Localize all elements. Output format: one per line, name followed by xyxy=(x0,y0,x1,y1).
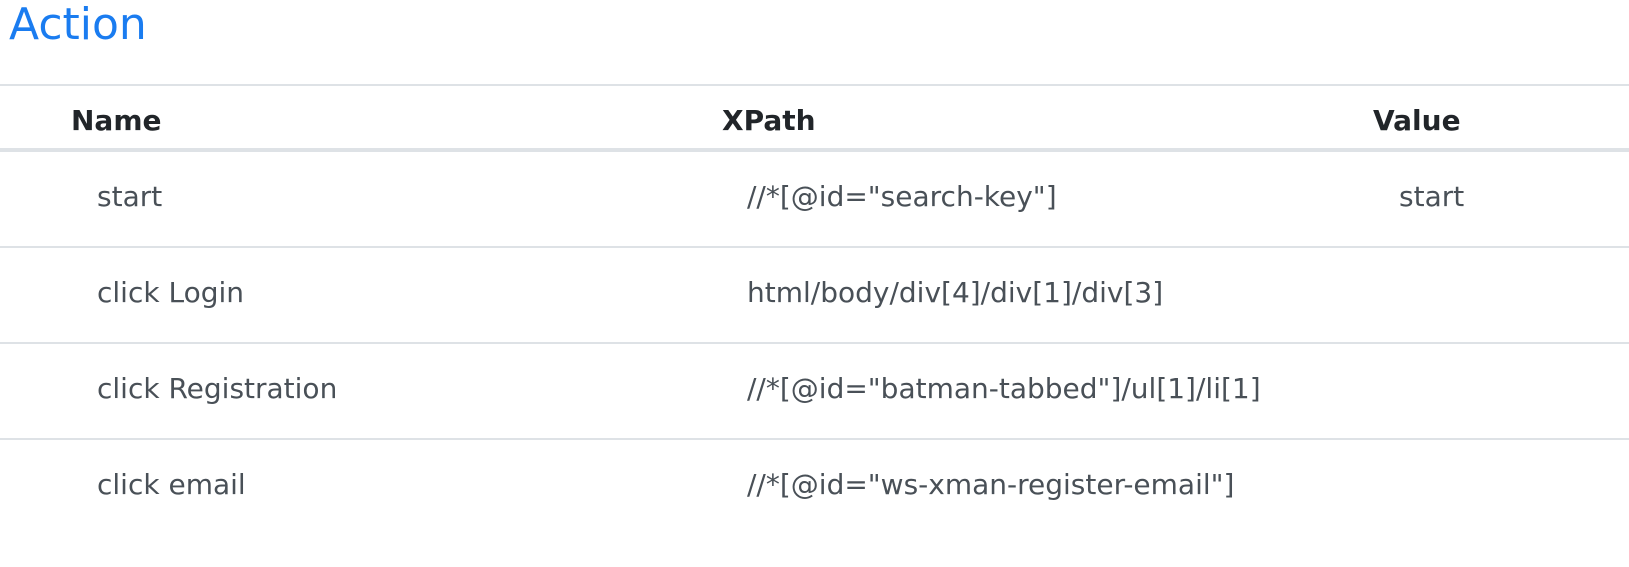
page-title: Action xyxy=(9,0,147,50)
cell-name: start xyxy=(97,180,163,213)
cell-name: click Registration xyxy=(97,372,338,405)
cell-name: click Login xyxy=(97,276,244,309)
action-table: Name XPath Value start //*[@id="search-k… xyxy=(0,84,1629,536)
table-row: click email //*[@id="ws-xman-register-em… xyxy=(0,440,1629,536)
cell-name: click email xyxy=(97,468,246,501)
table-row: click Registration //*[@id="batman-tabbe… xyxy=(0,344,1629,440)
cell-xpath: //*[@id="search-key"] xyxy=(747,180,1057,213)
column-header-xpath: XPath xyxy=(722,104,816,137)
cell-xpath: html/body/div[4]/div[1]/div[3] xyxy=(747,276,1164,309)
cell-value: start xyxy=(1399,180,1465,213)
table-row: click Login html/body/div[4]/div[1]/div[… xyxy=(0,248,1629,344)
cell-xpath: //*[@id="batman-tabbed"]/ul[1]/li[1] xyxy=(747,372,1261,405)
column-header-name: Name xyxy=(71,104,162,137)
table-header-row: Name XPath Value xyxy=(0,84,1629,152)
table-row: start //*[@id="search-key"] start xyxy=(0,152,1629,248)
cell-xpath: //*[@id="ws-xman-register-email"] xyxy=(747,468,1235,501)
column-header-value: Value xyxy=(1373,104,1461,137)
